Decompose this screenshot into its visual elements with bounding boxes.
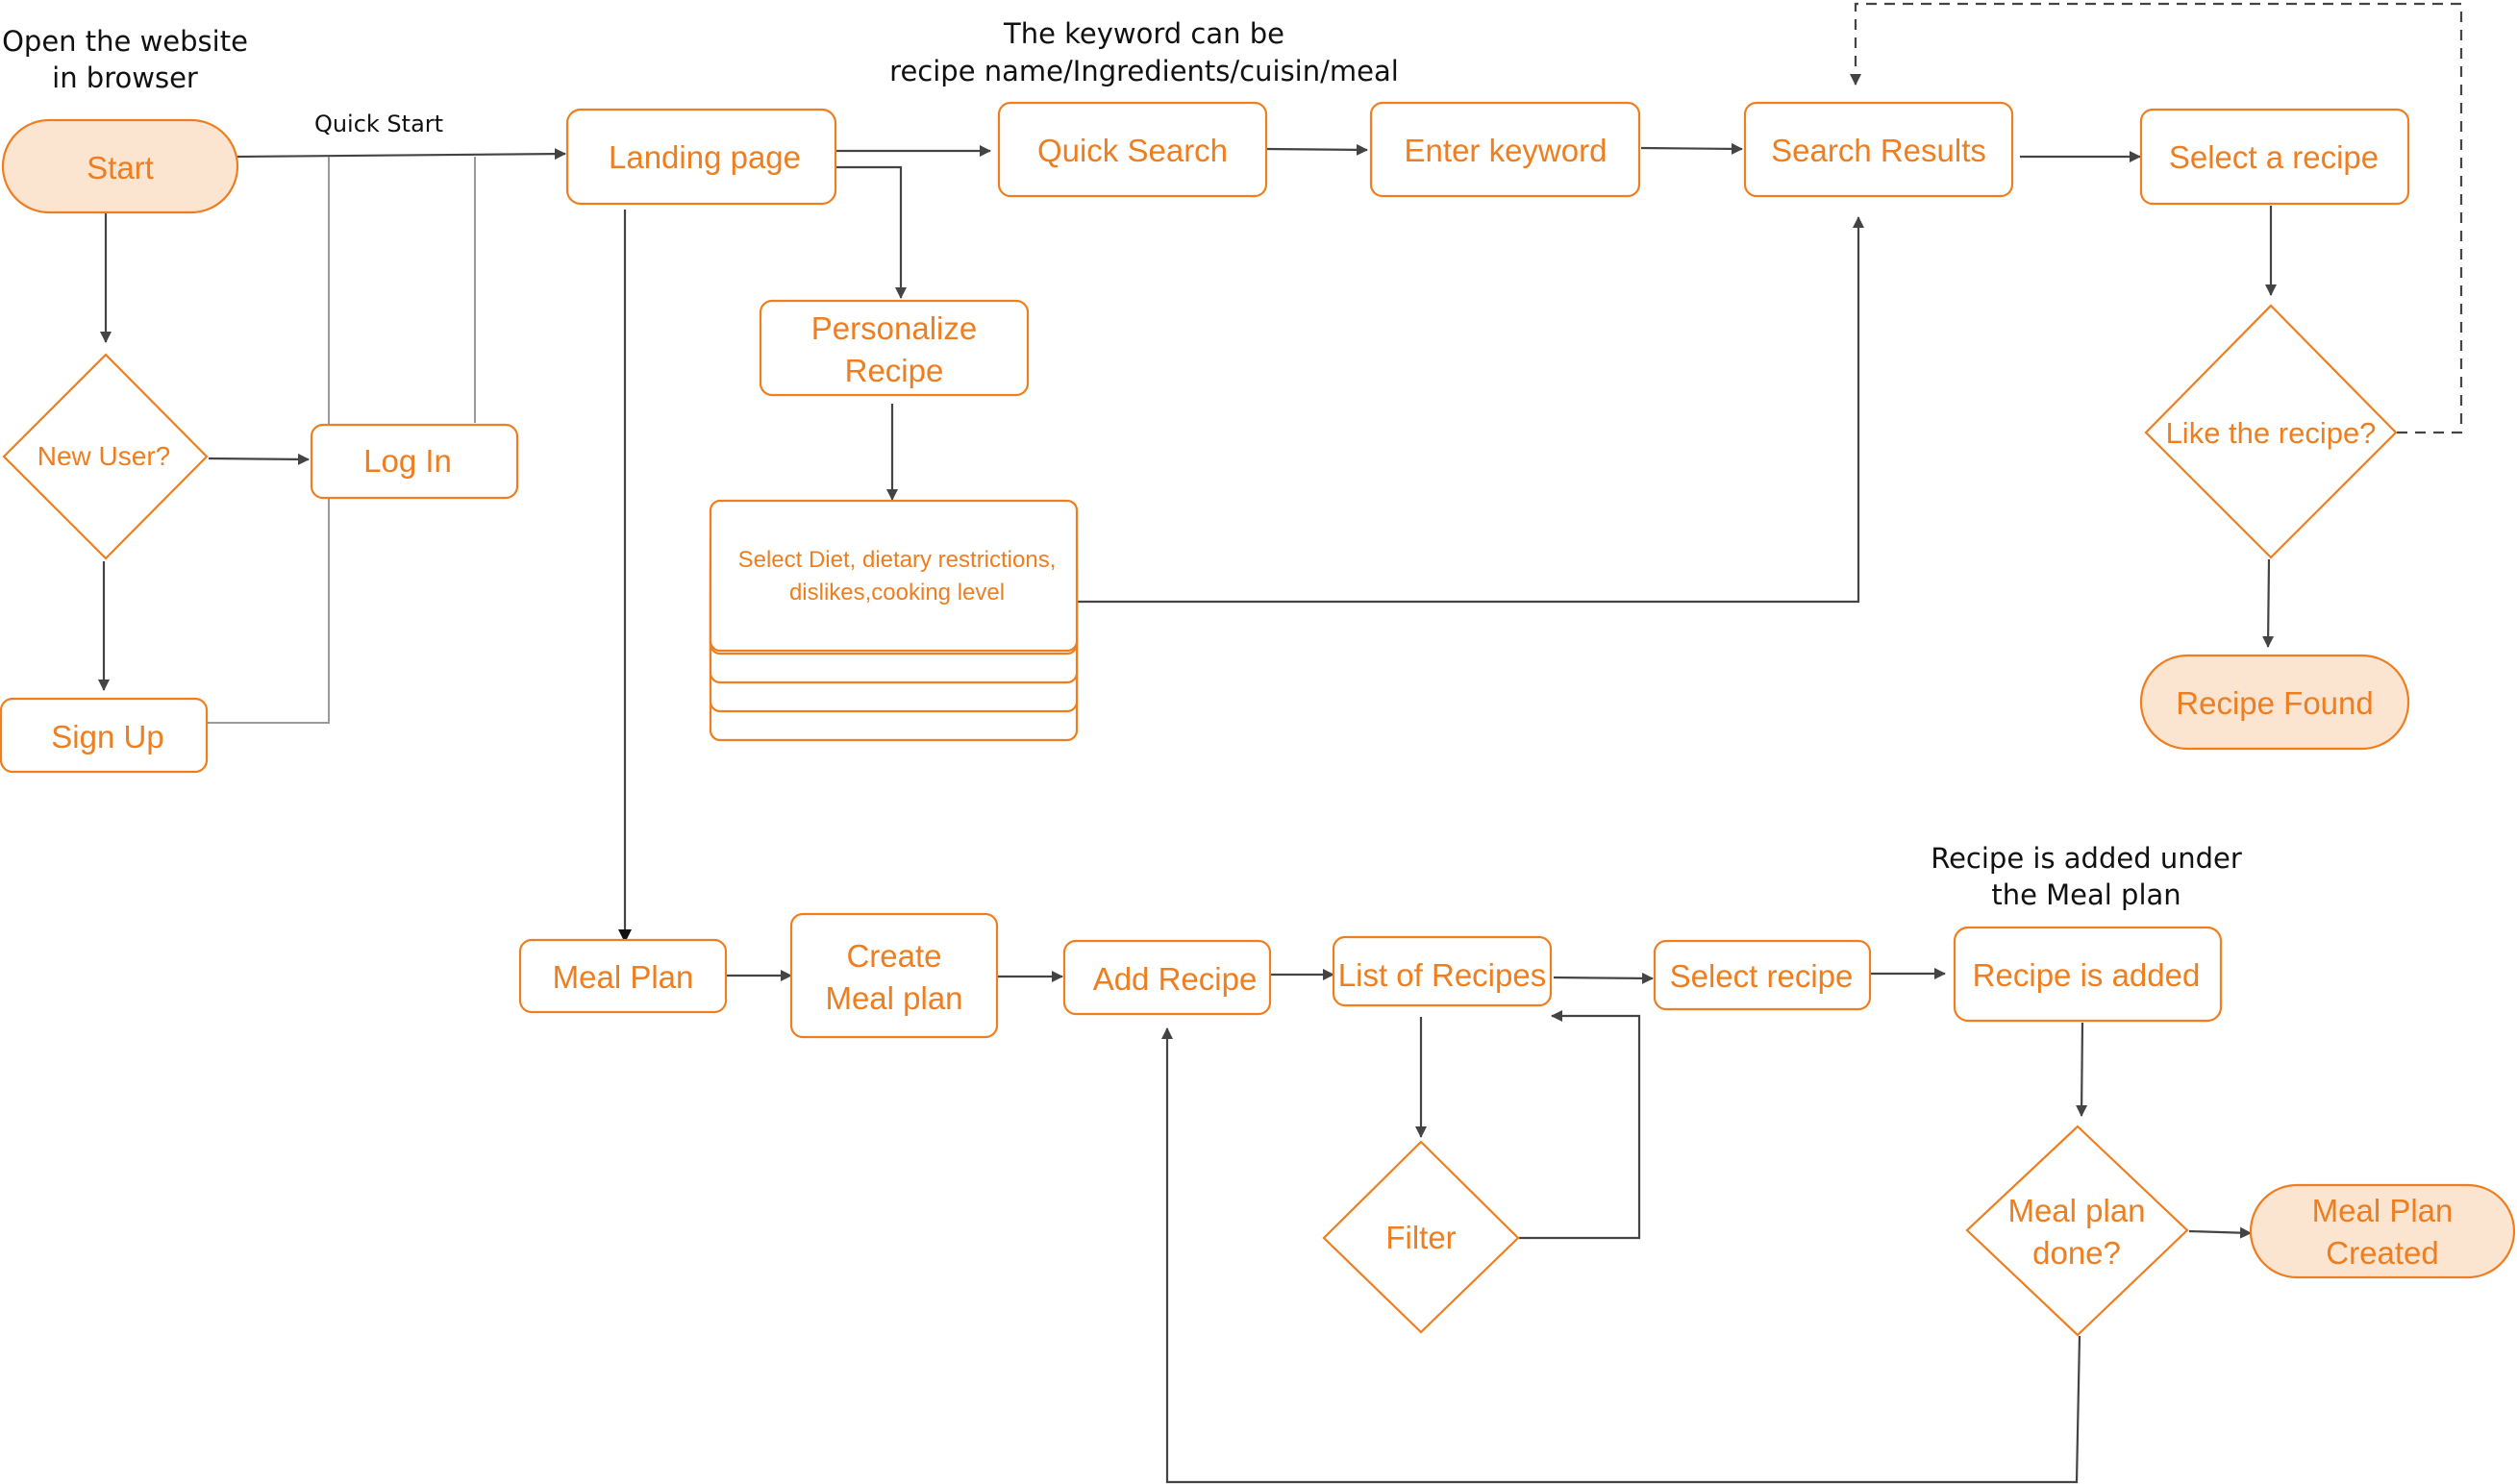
node-start: Start [1, 118, 239, 214]
node-personalize-recipe: Personalize Recipe [759, 299, 1030, 397]
node-meal-plan-created-line2: Created [2326, 1235, 2438, 1271]
node-add-recipe-label: Add Recipe [1093, 961, 1258, 997]
node-list-of-recipes-label: List of Recipes [1338, 957, 1546, 993]
node-select-a-recipe: Select a recipe [2139, 108, 2410, 206]
node-personalize-line1: Personalize [811, 310, 977, 346]
node-log-in-label: Log In [363, 443, 452, 479]
note-keyword-2: recipe name/Ingredients/cuisin/meal [889, 55, 1399, 87]
edge-like-loop-to-results [1850, 2, 2463, 434]
edge-done-loop-to-add [1161, 1027, 2081, 1484]
edge-diet-to-results [1078, 216, 1864, 604]
node-search-results: Search Results [1743, 101, 2014, 198]
edge-done-to-created [2188, 1226, 2252, 1239]
edge-signup-to-quickstart [207, 157, 330, 724]
node-select-diet-line1: Select Diet, dietary restrictions, [738, 547, 1057, 573]
note-open-website: Open the website [2, 25, 248, 58]
edge-start-to-landing [236, 148, 566, 161]
edge-quick-search-to-keyword [1265, 143, 1368, 156]
note-in-browser: in browser [52, 62, 198, 94]
edge-filter-to-list [1519, 1010, 1641, 1240]
node-start-label: Start [87, 150, 154, 186]
node-meal-plan: Meal Plan [518, 938, 728, 1014]
node-new-user-label: New User? [37, 441, 170, 471]
edge-new-user-to-login [208, 453, 310, 465]
node-create-meal-line1: Create [846, 938, 941, 974]
node-filter-label: Filter [1385, 1220, 1456, 1255]
node-meal-plan-done: Meal plan done? [1965, 1125, 2189, 1337]
node-recipe-is-added-label: Recipe is added [1973, 957, 2201, 993]
node-new-user: New User? [2, 353, 209, 560]
node-meal-plan-label: Meal Plan [553, 959, 694, 995]
node-meal-plan-done-line1: Meal plan [2007, 1193, 2145, 1228]
node-select-diet: Select Diet, dietary restrictions, disli… [709, 499, 1079, 742]
node-recipe-found-label: Recipe Found [2176, 685, 2373, 721]
node-select-recipe: Select recipe [1653, 939, 1872, 1011]
node-select-a-recipe-label: Select a recipe [2169, 139, 2379, 175]
note-keyword-1: The keyword can be [1003, 17, 1284, 50]
node-add-recipe: Add Recipe [1062, 939, 1272, 1016]
node-landing-page: Landing page [565, 108, 837, 206]
node-meal-plan-created: Meal Plan Created [2249, 1183, 2516, 1279]
node-list-of-recipes: List of Recipes [1332, 935, 1553, 1007]
edges [98, 2, 2463, 1484]
node-search-results-label: Search Results [1771, 133, 1986, 168]
node-meal-plan-done-line2: done? [2032, 1235, 2121, 1271]
node-enter-keyword: Enter keyword [1369, 101, 1641, 198]
node-quick-search: Quick Search [997, 101, 1268, 198]
node-like-recipe: Like the recipe? [2144, 304, 2398, 559]
node-log-in: Log In [310, 423, 519, 500]
node-enter-keyword-label: Enter keyword [1405, 133, 1607, 168]
edge-keyword-to-results [1640, 142, 1743, 155]
edge-like-to-found [2262, 558, 2275, 648]
node-sign-up: Sign Up [0, 697, 209, 774]
node-filter: Filter [1322, 1140, 1520, 1334]
note-added-1: Recipe is added under [1931, 842, 2242, 875]
node-meal-plan-created-line1: Meal Plan [2312, 1193, 2454, 1228]
node-quick-search-label: Quick Search [1037, 133, 1228, 168]
node-create-meal-plan: Create Meal plan [789, 912, 999, 1039]
node-personalize-line2: Recipe [845, 353, 944, 388]
node-like-recipe-label: Like the recipe? [2166, 416, 2377, 450]
node-select-recipe-label: Select recipe [1670, 958, 1854, 994]
node-recipe-is-added: Recipe is added [1953, 926, 2223, 1023]
node-landing-page-label: Landing page [609, 139, 801, 175]
node-create-meal-line2: Meal plan [825, 980, 962, 1016]
edge-landing-to-personalize [836, 165, 907, 299]
edge-label-quick-start: Quick Start [314, 111, 443, 137]
note-added-2: the Meal plan [1991, 878, 2181, 911]
node-sign-up-label: Sign Up [51, 719, 163, 754]
node-select-diet-line2: dislikes,cooking level [789, 580, 1005, 606]
edge-added-to-done [2076, 1022, 2088, 1117]
node-recipe-found: Recipe Found [2139, 654, 2410, 751]
edge-list-to-select [1553, 972, 1654, 984]
